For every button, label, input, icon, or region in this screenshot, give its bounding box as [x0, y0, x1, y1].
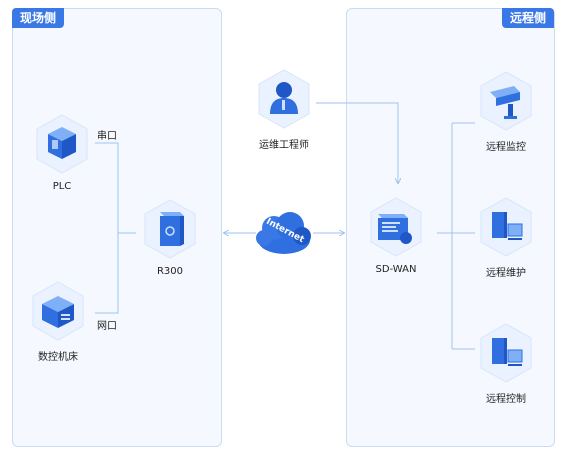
engineer-node[interactable]: 运维工程师	[244, 68, 324, 151]
router-icon	[142, 198, 198, 260]
computer-icon	[478, 196, 534, 258]
remote-monitor-node[interactable]: 远程监控	[466, 70, 546, 153]
remote-maintenance-node[interactable]: 远程维护	[466, 196, 546, 279]
computer-icon	[478, 322, 534, 384]
remote-maintenance-label: 远程维护	[486, 268, 526, 279]
serial-port-label: 串口	[97, 131, 117, 142]
plc-node[interactable]: PLC	[22, 113, 102, 192]
sdwan-label: SD-WAN	[375, 264, 417, 275]
remote-control-node[interactable]: 远程控制	[466, 322, 546, 405]
engineer-label: 运维工程师	[259, 140, 309, 151]
onsite-panel-title: 现场侧	[12, 8, 65, 28]
plc-label: PLC	[52, 181, 72, 192]
sdwan-device-icon	[368, 196, 424, 258]
cnc-machine-icon	[30, 280, 86, 342]
r300-label: R300	[156, 266, 184, 277]
cnc-link	[95, 233, 119, 314]
sdwan-node[interactable]: SD-WAN	[356, 196, 436, 275]
cnc-label: 数控机床	[38, 352, 78, 363]
r300-node[interactable]: R300	[130, 198, 210, 277]
network-port-label: 网口	[97, 321, 117, 332]
engineer-user-icon	[256, 68, 312, 130]
cloud-icon	[256, 212, 311, 254]
remote-control-label: 远程控制	[486, 394, 526, 405]
remote-panel-title: 远程侧	[502, 8, 555, 28]
camera-icon	[478, 70, 534, 132]
engineer-link	[316, 102, 398, 183]
plc-icon	[34, 113, 90, 175]
cnc-node[interactable]: 数控机床	[18, 280, 98, 363]
plc-link	[95, 142, 136, 234]
remote-monitor-label: 远程监控	[486, 142, 526, 153]
internet-cloud: Internet	[252, 206, 316, 260]
